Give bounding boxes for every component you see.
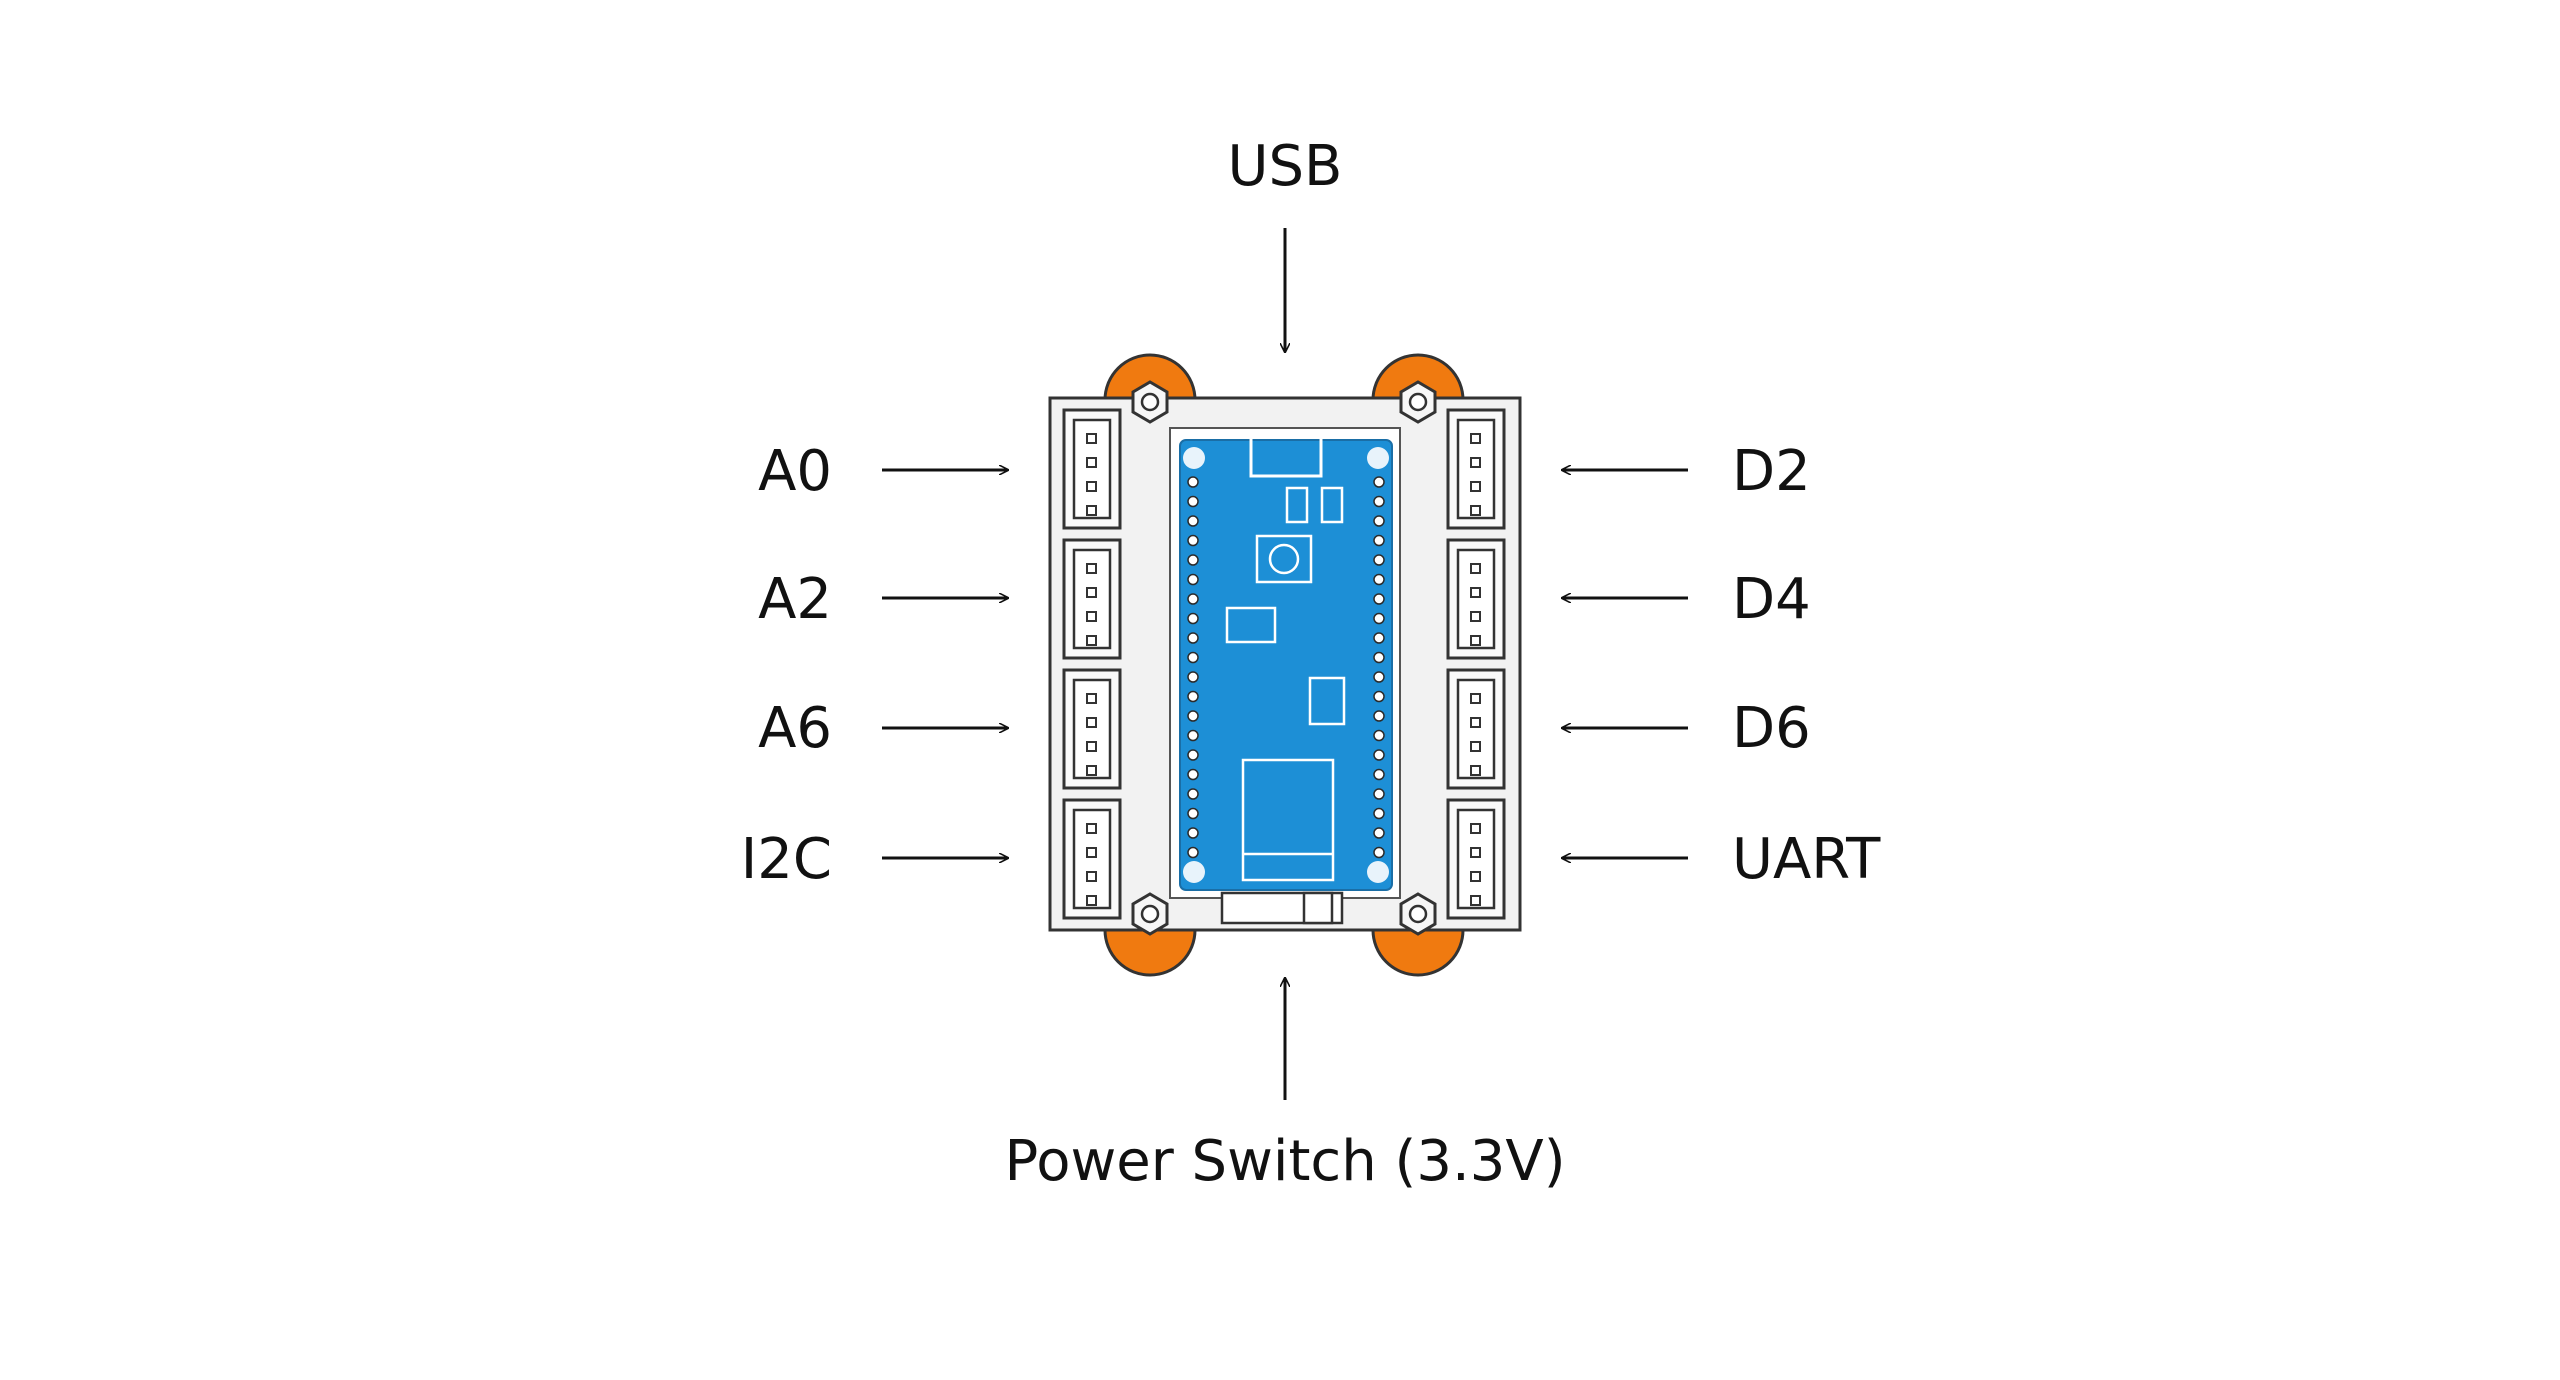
grove-connector-d6	[1446, 668, 1506, 790]
header-pin	[1373, 476, 1385, 488]
header-pin	[1373, 690, 1385, 703]
screw-bottom-left	[1131, 892, 1169, 936]
header-pin	[1187, 495, 1199, 508]
header-pin	[1187, 729, 1199, 742]
label-d6: D6	[1732, 696, 1811, 761]
header-pin	[1187, 534, 1199, 547]
header-pin	[1373, 554, 1385, 566]
header-pin	[1187, 632, 1199, 644]
header-pin	[1187, 846, 1199, 859]
pin-row-right	[1373, 476, 1385, 859]
header-pin	[1187, 690, 1199, 703]
header-pin	[1373, 729, 1385, 742]
power-switch-lever	[1302, 891, 1334, 925]
label-uart: UART	[1732, 827, 1881, 892]
header-pin	[1187, 768, 1199, 781]
header-pin	[1373, 632, 1385, 644]
header-pin	[1187, 593, 1199, 605]
grove-connector-d4	[1446, 538, 1506, 660]
header-pin	[1373, 710, 1385, 722]
label-d4: D4	[1732, 567, 1811, 632]
header-pin	[1187, 710, 1199, 722]
header-pin	[1373, 612, 1385, 625]
header-pin	[1373, 573, 1385, 586]
label-a0: A0	[758, 439, 832, 504]
grove-connector-uart	[1446, 798, 1506, 920]
label-a6: A6	[758, 696, 832, 761]
header-pin	[1187, 476, 1199, 488]
label-usb: USB	[1228, 134, 1343, 199]
label-i2c: I2C	[741, 827, 832, 892]
usb-port	[1249, 430, 1323, 478]
header-pin	[1373, 495, 1385, 508]
header-pin	[1373, 593, 1385, 605]
header-pin	[1373, 788, 1385, 800]
header-pin	[1187, 515, 1199, 527]
header-pin	[1373, 807, 1385, 820]
header-pin	[1187, 651, 1199, 664]
header-pin	[1187, 749, 1199, 761]
header-pin	[1187, 807, 1199, 820]
header-pin	[1187, 671, 1199, 683]
label-a2: A2	[758, 567, 832, 632]
label-power-switch: Power Switch (3.3V)	[1004, 1129, 1565, 1194]
screw-top-right	[1399, 380, 1437, 424]
reset-button	[1255, 534, 1313, 584]
pin-row-left	[1187, 476, 1199, 859]
screw-top-left	[1131, 380, 1169, 424]
screw-bottom-right	[1399, 892, 1437, 936]
grove-connector-a6	[1062, 668, 1122, 790]
header-pin	[1373, 671, 1385, 683]
header-pin	[1373, 651, 1385, 664]
grove-connector-d2	[1446, 408, 1506, 530]
header-pin	[1373, 534, 1385, 547]
header-pin	[1373, 749, 1385, 761]
header-pin	[1187, 612, 1199, 625]
header-pin	[1187, 788, 1199, 800]
mcu-pcb	[1179, 439, 1393, 891]
header-pin	[1187, 554, 1199, 566]
header-pin	[1187, 573, 1199, 586]
microcontroller-board	[1179, 430, 1393, 891]
header-pin	[1373, 515, 1385, 527]
grove-connector-a0	[1062, 408, 1122, 530]
mcu-chip	[1241, 758, 1335, 882]
header-pin	[1373, 846, 1385, 859]
header-pin	[1187, 827, 1199, 839]
label-d2: D2	[1732, 439, 1811, 504]
expansion-board	[1048, 353, 1522, 977]
header-pin	[1373, 827, 1385, 839]
grove-connector-a2	[1062, 538, 1122, 660]
header-pin	[1373, 768, 1385, 781]
grove-connector-i2c	[1062, 798, 1122, 920]
